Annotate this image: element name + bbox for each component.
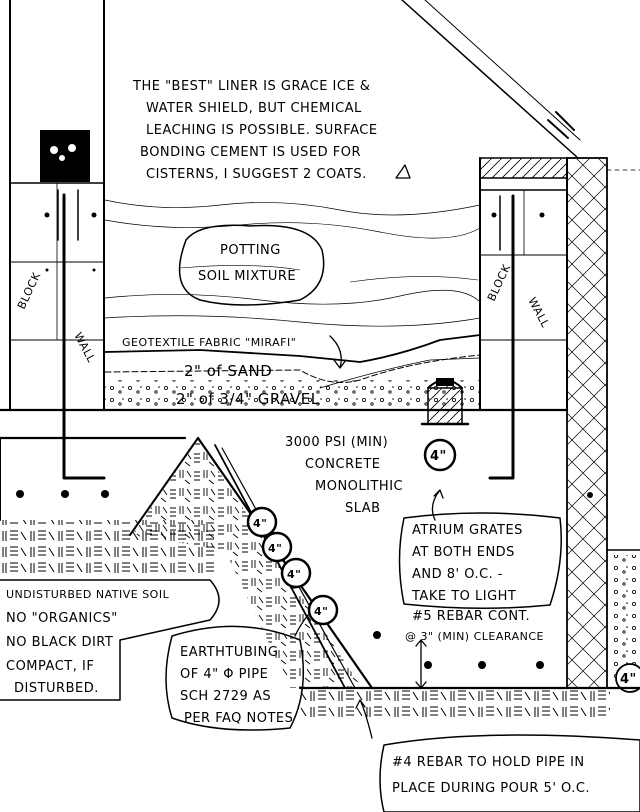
left-block-wall — [9, 0, 106, 480]
gravel-label: 2" of 3/4" GRAVEL — [176, 390, 320, 408]
right-wall-rebar — [488, 194, 515, 480]
wall-cap-block — [40, 130, 90, 182]
slab-pipe-size: 4" — [430, 449, 447, 464]
liner-note-line-3: LEACHING IS POSSIBLE. SURFACE — [146, 123, 378, 138]
soil-label-4: COMPACT, IF — [6, 659, 94, 674]
potting-soil-label-2: SOIL MIXTURE — [198, 269, 296, 284]
earth-tube-4 — [307, 594, 339, 626]
native-soil-bubble — [0, 579, 220, 701]
atrium-label-3: AND 8' O.C. - — [412, 567, 503, 582]
concrete-label-1: 3000 PSI (MIN) — [285, 435, 388, 450]
soil-label-1: UNDISTURBED NATIVE SOIL — [6, 588, 170, 601]
geotextile-fabric-line — [104, 334, 481, 363]
right-block-wall — [479, 157, 568, 480]
earth-tube-size-3: 4" — [287, 568, 301, 581]
earth-tube-size-4: 4" — [314, 605, 328, 618]
left-wall-block-label: BLOCK — [15, 270, 44, 311]
geotextile-label: GEOTEXTILE FABRIC "MIRAFI" — [122, 336, 296, 349]
rebar4-label-1: #4 REBAR TO HOLD PIPE IN — [392, 755, 585, 770]
soil-under-slab — [300, 690, 610, 718]
earthtubing-label-1: EARTHTUBING — [180, 645, 278, 660]
potting-soil-label-1: POTTING — [220, 243, 281, 258]
concrete-label-2: CONCRETE — [305, 457, 381, 472]
earth-tube-size-1: 4" — [253, 517, 267, 530]
left-wall-wall-label: WALL — [71, 330, 98, 365]
soil-label-2: NO "ORGANICS" — [6, 611, 118, 626]
right-wall-wall-label: WALL — [525, 295, 552, 330]
exterior-wall — [401, 0, 640, 693]
liner-note-line-2: WATER SHIELD, BUT CHEMICAL — [146, 101, 362, 116]
soil-label-3: NO BLACK DIRT — [6, 635, 113, 650]
liner-note-line-4: BONDING CEMENT IS USED FOR — [140, 145, 361, 160]
rebar5-label-1: #5 REBAR CONT. — [412, 609, 530, 624]
liner-note: THE "BEST" LINER IS GRACE ICE & WATER SH… — [132, 79, 378, 182]
right-wall-block-label: BLOCK — [485, 262, 514, 303]
rebar4-bubble — [379, 734, 640, 812]
atrium-bubble — [398, 512, 562, 610]
earth-tube-size-2: 4" — [268, 542, 282, 555]
concrete-label-4: SLAB — [345, 501, 381, 516]
earth-tubes: 4"4"4"4" — [246, 506, 339, 626]
atrium-label-4: TAKE TO LIGHT — [411, 589, 516, 604]
earthtubing-label-4: PER FAQ NOTES — [184, 711, 293, 726]
concrete-label-3: MONOLITHIC — [315, 479, 403, 494]
earthtubing-bubble — [165, 625, 305, 731]
earthtubing-label-2: OF 4" Φ PIPE — [180, 667, 268, 682]
rebar5-label-2: @ 3" (MIN) CLEARANCE — [405, 630, 544, 643]
liner-note-line-5: CISTERNS, I SUGGEST 2 COATS. — [146, 167, 367, 182]
potting-soil-bubble — [178, 224, 325, 306]
liner-note-line-1: THE "BEST" LINER IS GRACE ICE & — [132, 79, 370, 94]
soil-label-5: DISTURBED. — [14, 681, 99, 696]
slab-pipe — [423, 438, 457, 472]
atrium-label-2: AT BOTH ENDS — [412, 545, 515, 560]
edge-pipe-size: 4" — [620, 672, 637, 687]
earth-tube-2 — [261, 531, 293, 563]
earthtubing-label-3: SCH 2729 AS — [180, 689, 271, 704]
planting-bed — [104, 199, 481, 408]
earth-tube-1 — [246, 506, 278, 538]
rebar4-label-2: PLACE DURING POUR 5' O.C. — [392, 781, 590, 796]
rebar-dots — [16, 490, 593, 669]
earth-tube-3 — [280, 557, 312, 589]
atrium-label-1: ATRIUM GRATES — [412, 523, 523, 538]
sand-label: 2" of SAND — [184, 362, 272, 380]
left-wall-rebar — [62, 193, 106, 480]
atrium-grate — [420, 378, 470, 426]
